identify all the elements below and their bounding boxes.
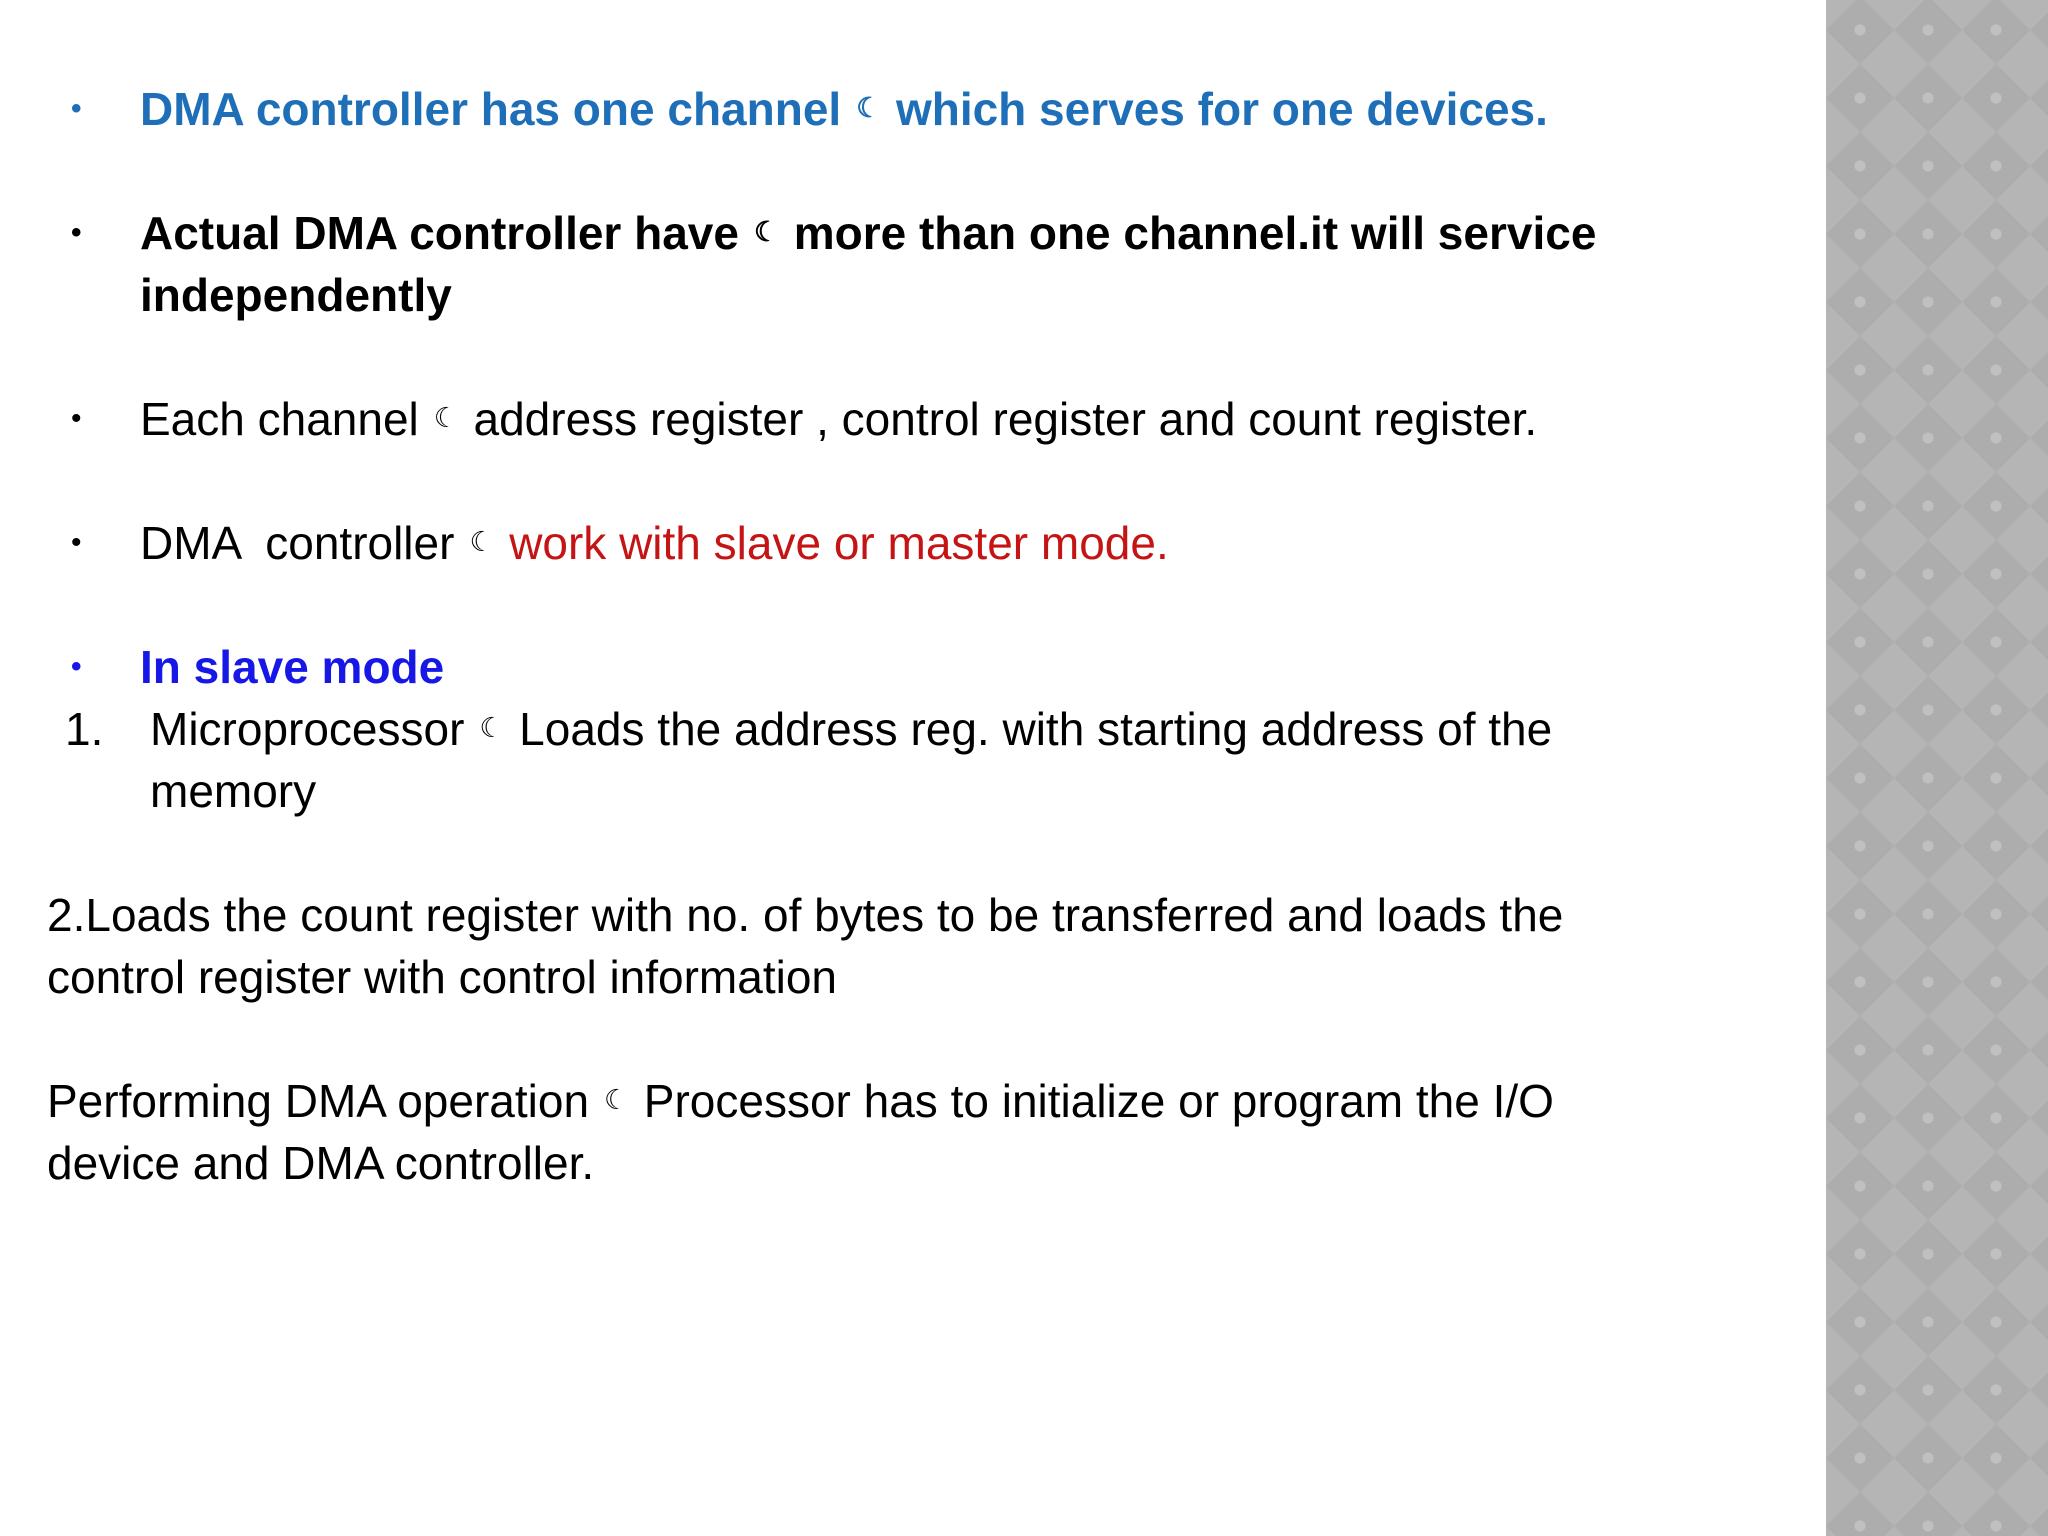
bullet-actual-dma-text: Actual DMA controller have ☾more than one… bbox=[140, 202, 1800, 326]
text-segment: Performing DMA operation bbox=[47, 1075, 590, 1127]
text-segment: Processor has to initialize or program t… bbox=[47, 1075, 1567, 1189]
bullet-slave-master-mode-text: DMA controller ☾ work with slave or master… bbox=[140, 512, 1800, 574]
bullet-dma-one-channel-text: DMA controller has one channel ☾ which ser… bbox=[140, 78, 1800, 140]
numbered-item-microprocessor: 1. Microprocessor ☾Loads the address reg.… bbox=[47, 698, 1800, 822]
text-segment: Loads the address reg. with starting add… bbox=[150, 703, 1565, 817]
numbered-item-microprocessor-text: Microprocessor ☾Loads the address reg. wi… bbox=[150, 698, 1630, 822]
text-segment: which serves for one devices. bbox=[895, 83, 1548, 135]
bullet-icon: • bbox=[71, 650, 82, 683]
text-segment: In slave mode bbox=[140, 641, 445, 693]
text-segment-red: work with slave or master mode. bbox=[509, 517, 1169, 569]
text-segment: address register , control register and … bbox=[473, 393, 1538, 445]
bullet-icon: • bbox=[71, 92, 82, 125]
decorative-argyle-sidebar bbox=[1826, 0, 2048, 1536]
text-segment: DMA controller bbox=[140, 517, 455, 569]
moon-icon: ☾ bbox=[604, 1083, 629, 1115]
text-segment: more than one channel.it will service in… bbox=[140, 207, 1610, 321]
bullet-icon: • bbox=[71, 526, 82, 559]
bullet-slave-master-mode: • DMA controller ☾ work with slave or mast… bbox=[47, 512, 1800, 574]
text-segment: 2.Loads the count register with no. of b… bbox=[47, 889, 1577, 1003]
moon-icon: ☾ bbox=[433, 401, 459, 433]
bullet-each-channel: • Each channel ☾ address register , contro… bbox=[47, 388, 1800, 450]
moon-icon: ☾ bbox=[753, 215, 779, 247]
text-segment: DMA controller has one channel bbox=[140, 83, 842, 135]
bullet-icon: • bbox=[71, 402, 82, 435]
bullet-dma-one-channel: • DMA controller has one channel ☾ which s… bbox=[47, 78, 1800, 140]
moon-icon: ☾ bbox=[479, 711, 505, 743]
moon-icon: ☾ bbox=[856, 91, 881, 123]
text-segment: Actual DMA controller have bbox=[140, 207, 739, 259]
text-segment: Each channel bbox=[140, 393, 419, 445]
moon-icon: ☾ bbox=[469, 525, 495, 557]
slide-content: • DMA controller has one channel ☾ which s… bbox=[47, 78, 1800, 1194]
bullet-in-slave-mode: • In slave mode bbox=[47, 636, 1800, 698]
bullet-in-slave-mode-text: In slave mode bbox=[140, 636, 1800, 698]
bullet-actual-dma: • Actual DMA controller have ☾more than o… bbox=[47, 202, 1800, 326]
paragraph-loads-count-register: 2.Loads the count register with no. of b… bbox=[47, 884, 1607, 1008]
list-number: 1. bbox=[65, 703, 104, 755]
bullet-each-channel-text: Each channel ☾ address register , control … bbox=[140, 388, 1800, 450]
bullet-icon: • bbox=[71, 216, 82, 249]
paragraph-performing-dma: Performing DMA operation ☾Processor has t… bbox=[47, 1070, 1607, 1194]
text-segment: Microprocessor bbox=[150, 703, 465, 755]
